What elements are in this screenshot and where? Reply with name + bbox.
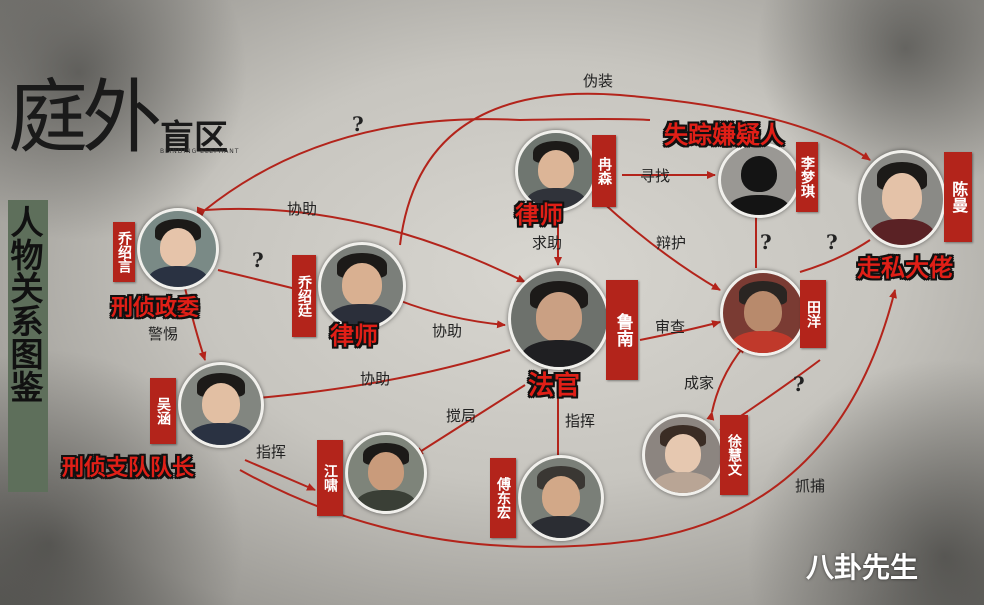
label-zhihui-fu: 指挥 [565,412,596,430]
avatar-fu-donghong [518,455,604,541]
role-qiao-shaoyan: 刑侦政委 [111,296,200,321]
question-mark-1: ? [352,112,364,136]
edge-xiezhu-mid [389,293,506,329]
label-xiezhu-top: 协助 [287,200,318,218]
avatar-qiao-shaoyan [137,208,219,290]
label-weizhuang: 伪装 [583,72,614,90]
avatar-lu-nan [508,268,610,370]
avatar-jiang-xiao [345,432,427,514]
namebox-chen-man: 陈曼 [944,152,972,242]
role-qiao-shaoting: 律师 [330,322,378,350]
role-ran-sen: 律师 [515,201,563,229]
edge-chengjia [706,344,746,421]
edge-xiezhu-top [196,206,526,283]
role-li-mengqi: 失踪嫌疑人 [664,121,784,149]
avatar-xu-huiwen [642,414,724,496]
question-mark-3: ? [760,230,772,254]
avatar-wu-han [178,362,264,448]
namebox-ran-sen: 冉森 [592,135,616,207]
label-jingti: 警惕 [148,325,179,343]
edge-shencha [639,320,721,341]
question-mark-5: ? [793,372,805,396]
edge-xiezhu-low [249,349,511,403]
question-mark-4: ? [826,230,838,254]
label-bianhu: 辩护 [656,234,687,252]
namebox-wu-han: 吴涵 [150,378,176,444]
namebox-li-mengqi: 李梦琪 [796,142,818,212]
role-chen-man: 走私大佬 [857,254,953,282]
label-xiezhu-mid: 协助 [432,322,463,340]
avatar-tian-yang [720,270,806,356]
edge-zhuabu [239,289,897,548]
side-label-box [8,200,48,492]
namebox-fu-donghong: 傅东宏 [490,458,516,538]
label-zhuabu: 抓捕 [795,477,826,495]
edge-zhihui-wu [244,459,316,491]
role-wu-han: 刑侦支队队长 [62,456,195,481]
edge-weizhuang [399,92,871,246]
watermark: 八卦先生 [806,551,919,584]
avatar-ran-sen [515,130,597,212]
edge-question-1 [217,269,301,291]
show-title: 庭外 [8,71,162,164]
edge-jingti [184,287,207,361]
edge-bianhu [599,199,721,291]
label-jiaoju: 搅局 [446,407,477,425]
label-shencha: 审查 [655,318,686,336]
namebox-qiao-shaoyan: 乔绍言 [113,222,135,282]
side-label: 人物关系图鉴 [5,205,44,403]
question-mark-2: ? [252,248,264,272]
avatar-li-mengqi [718,142,800,218]
avatar-chen-man [858,150,946,248]
edge-jiaoju [414,384,526,456]
namebox-lu-nan: 鲁南 [606,280,638,380]
label-xunzhao: 寻找 [640,167,671,185]
show-subtitle-en: BLINDING ELEPHANT [160,148,240,155]
label-xiezhu-low: 协助 [360,370,391,388]
edge-question-3 [799,239,871,273]
avatar-qiao-shaoting [318,242,406,330]
show-subtitle: 盲区 [160,118,228,158]
role-lu-nan: 法官 [528,371,581,401]
namebox-tian-yang: 田洋 [800,280,826,348]
label-qiuzhu: 求助 [532,234,563,252]
label-zhihui-wu: 指挥 [256,443,287,461]
namebox-qiao-shaoting: 乔绍廷 [292,255,316,337]
namebox-jiang-xiao: 江啸 [317,440,343,516]
edge-top-arc [196,118,651,219]
label-chengjia: 成家 [684,374,715,392]
namebox-xu-huiwen: 徐慧文 [720,415,748,495]
